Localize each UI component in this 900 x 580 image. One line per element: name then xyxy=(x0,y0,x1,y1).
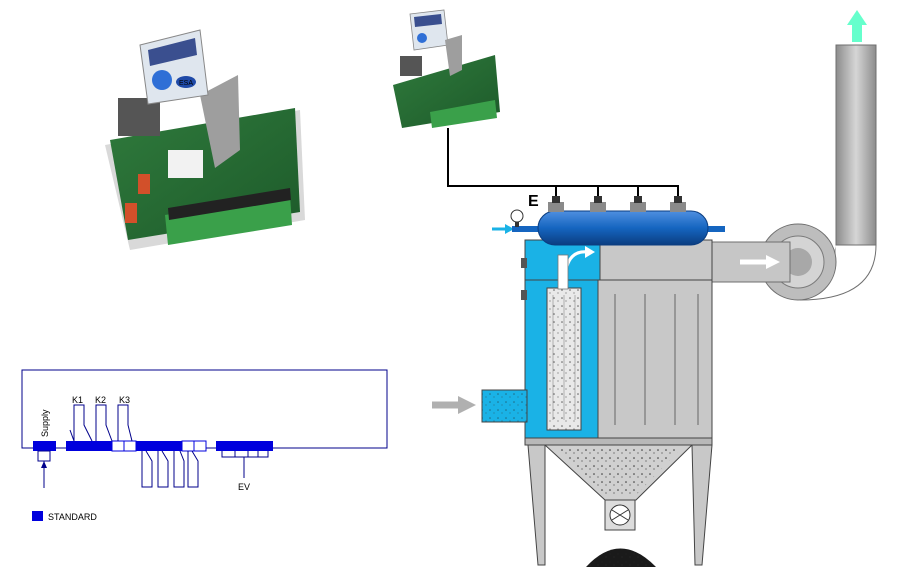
legend-label: STANDARD xyxy=(48,512,97,522)
pcb-chip xyxy=(168,150,203,178)
solenoid-valve xyxy=(670,196,686,212)
controller-outline xyxy=(21,369,388,449)
keypad-small-dpad xyxy=(417,33,427,43)
supply-connector xyxy=(37,450,51,462)
terminal-relays xyxy=(66,441,112,451)
side-flange-mid xyxy=(521,290,527,300)
supply-label: Supply xyxy=(40,409,50,437)
solenoid-valves xyxy=(548,196,686,212)
terminal-strip xyxy=(165,195,292,245)
controller-board-small xyxy=(393,9,500,128)
terminal-strip-small xyxy=(430,100,497,128)
side-flange-top xyxy=(521,258,527,268)
keypad-brand-text: ESA xyxy=(179,80,193,87)
terminal-supply xyxy=(33,441,56,451)
hopper-flange xyxy=(524,437,713,446)
manifold-label: E xyxy=(528,193,539,210)
relay-b xyxy=(138,174,150,194)
housing-body xyxy=(597,279,713,439)
terminal-inputs xyxy=(136,441,182,451)
keypad: ESA xyxy=(139,29,209,105)
solenoid-valve xyxy=(590,196,606,212)
solenoid-valve xyxy=(630,196,646,212)
keypad-display xyxy=(148,38,197,66)
plenum xyxy=(599,239,713,281)
controller-board-large: ESA xyxy=(105,29,305,250)
keypad-logo xyxy=(176,76,196,88)
keypad-small-display xyxy=(414,14,442,27)
control-cable xyxy=(447,128,679,202)
connector-row xyxy=(168,188,291,220)
transformer-small xyxy=(400,56,422,76)
exhaust-duct xyxy=(711,10,877,301)
supply-arrow-icon xyxy=(41,461,47,468)
blowpipe xyxy=(557,254,569,290)
keypad-dpad xyxy=(152,70,172,90)
relay-k3-label: K3 xyxy=(119,395,130,405)
valves-label: EV xyxy=(238,482,250,492)
leg-right xyxy=(691,444,713,566)
relay-a xyxy=(125,203,137,223)
exhaust-arrow-shaft xyxy=(852,24,862,42)
ribbon-cable-small xyxy=(445,35,462,76)
air-supply-pipe xyxy=(512,226,540,232)
exhaust-arrow-icon xyxy=(847,10,867,25)
relay-k1-label: K1 xyxy=(72,395,83,405)
housing-ribs xyxy=(614,294,699,425)
relay-contacts xyxy=(69,404,133,442)
outlet-flow-arrow xyxy=(766,255,780,269)
filter-bag-cage xyxy=(552,295,576,420)
relay-k2-label: K2 xyxy=(95,395,106,405)
vertical-stack xyxy=(835,44,877,246)
filter-housing xyxy=(432,239,713,567)
solenoid-valve xyxy=(548,196,564,212)
air-manifold: E xyxy=(492,193,725,246)
valve-outputs xyxy=(221,451,269,478)
leg-left xyxy=(527,444,546,566)
terminal-valves xyxy=(216,441,273,451)
pressure-gauge-icon xyxy=(510,209,524,223)
wiring-diagram: Supply K1 K2 K3 EV STANDARD xyxy=(21,369,388,522)
transformer xyxy=(118,98,160,136)
ribbon-cable xyxy=(200,75,240,168)
inlet-arrow-icon xyxy=(458,396,476,414)
manifold-tank xyxy=(537,210,709,246)
input-switches xyxy=(141,450,199,488)
air-inlet-arrow-icon xyxy=(505,224,514,234)
legend-swatch xyxy=(32,511,43,521)
